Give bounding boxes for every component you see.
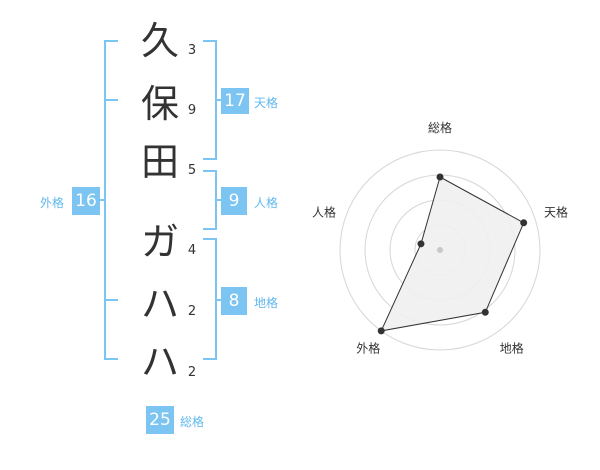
radar-point <box>436 173 444 181</box>
gaikaku-label: 外格 <box>40 196 65 210</box>
radar-point <box>481 308 489 316</box>
tenkaku-label: 天格 <box>254 96 279 110</box>
tenkaku-bracket-connector <box>217 99 222 101</box>
chikaku-label: 地格 <box>254 296 279 310</box>
name-char-5: ハ <box>140 282 179 326</box>
jinkaku-value: 9 <box>221 187 247 215</box>
stroke-count-6: 2 <box>187 365 197 380</box>
radar-point <box>520 219 528 227</box>
radar-grid-ring <box>339 149 541 351</box>
outer-bracket-tick <box>104 99 118 101</box>
jinkaku-bracket <box>203 170 217 230</box>
stroke-count-2: 9 <box>187 103 197 118</box>
tenkaku-value: 17 <box>221 88 249 114</box>
jinkaku-label: 人格 <box>254 196 279 210</box>
chikaku-bracket <box>203 238 217 360</box>
name-char-3: 田 <box>140 140 179 184</box>
radar-center-dot <box>437 247 443 253</box>
outer-bracket <box>104 40 118 360</box>
name-char-4: ガ <box>140 220 179 264</box>
name-char-2: 保 <box>140 82 179 126</box>
radar-series-area <box>380 176 525 332</box>
tenkaku-bracket <box>203 40 217 160</box>
stroke-count-1: 3 <box>187 43 197 58</box>
radar-point <box>377 327 385 335</box>
radar-axis-label: 人格 <box>312 204 336 219</box>
radar-axis-label: 総格 <box>428 120 452 135</box>
jinkaku-bracket-connector <box>217 199 222 201</box>
radar-axis-label: 地格 <box>500 341 524 356</box>
stroke-count-4: 4 <box>187 243 197 258</box>
stroke-count-3: 5 <box>187 163 197 178</box>
radar-axis-label: 外格 <box>356 341 380 356</box>
chikaku-value: 8 <box>221 287 247 315</box>
name-char-1: 久 <box>140 19 179 63</box>
radar-point <box>417 240 425 248</box>
stroke-count-5: 2 <box>187 304 197 319</box>
outer-bracket-tick <box>104 299 118 301</box>
gaikaku-value: 16 <box>72 187 100 215</box>
name-char-6: ハ <box>140 340 179 384</box>
soukaku-value: 25 <box>146 406 174 434</box>
soukaku-label: 総格 <box>180 415 205 429</box>
radar-axis-label: 天格 <box>544 204 568 219</box>
chikaku-bracket-connector <box>217 299 222 301</box>
